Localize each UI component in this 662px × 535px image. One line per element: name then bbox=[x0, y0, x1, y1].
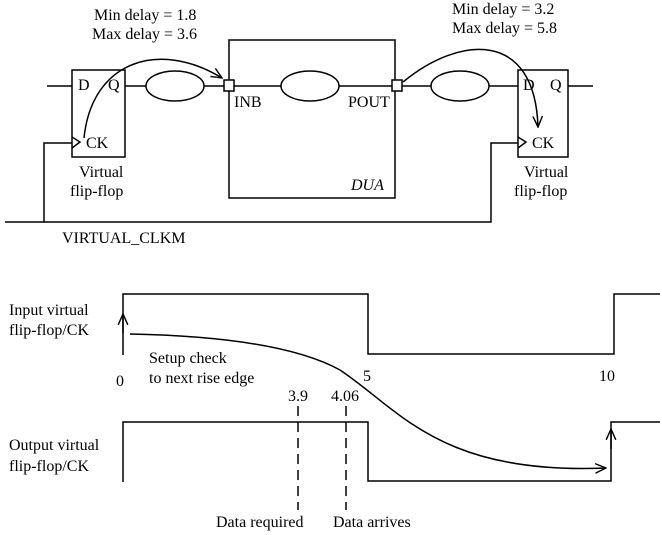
right-delay-arrow bbox=[402, 48, 538, 127]
left-ff-ck: CK bbox=[86, 135, 109, 152]
setup-note-1: Setup check bbox=[149, 350, 227, 367]
left-ff-q: Q bbox=[108, 77, 120, 94]
required-label: Data required bbox=[216, 514, 304, 531]
left-delay-arrow bbox=[83, 58, 222, 139]
right-ff-caption-2: flip-flop bbox=[514, 183, 567, 200]
time-0: 0 bbox=[116, 373, 124, 390]
waveforms bbox=[122, 293, 660, 510]
arrival-label: Data arrives bbox=[333, 514, 411, 531]
input-label-1: Input virtual bbox=[9, 302, 89, 319]
time-5: 5 bbox=[363, 368, 371, 385]
schematic-labels: Min delay = 1.8 Max delay = 3.6 Min dela… bbox=[62, 1, 569, 247]
time-10: 10 bbox=[599, 368, 615, 385]
input-label-2: flip-flop/CK bbox=[9, 322, 89, 339]
right-flip-flop bbox=[517, 69, 569, 158]
setup-check-arrow bbox=[129, 333, 606, 469]
left-delay-ellipse bbox=[145, 70, 205, 102]
left-ff-caption-1: Virtual bbox=[79, 164, 124, 181]
left-flip-flop bbox=[71, 69, 126, 158]
dua-delay-ellipse bbox=[280, 70, 340, 102]
right-min-delay: Min delay = 3.2 bbox=[452, 1, 554, 18]
required-value: 3.9 bbox=[288, 388, 308, 405]
inb-port bbox=[223, 79, 235, 92]
schematic bbox=[5, 39, 593, 223]
left-ck-triangle bbox=[71, 136, 82, 149]
dua-box bbox=[228, 39, 396, 199]
right-ff-d: D bbox=[523, 77, 535, 94]
output-label-2: flip-flop/CK bbox=[9, 458, 89, 475]
left-min-delay: Min delay = 1.8 bbox=[94, 7, 196, 24]
inb-label: INB bbox=[234, 94, 262, 111]
output-clock-waveform bbox=[122, 421, 660, 482]
setup-note-2: to next rise edge bbox=[149, 370, 254, 387]
output-label-1: Output virtual bbox=[9, 437, 100, 454]
pout-label: POUT bbox=[348, 94, 390, 111]
right-ff-caption-1: Virtual bbox=[524, 164, 569, 181]
clock-name: VIRTUAL_CLKM bbox=[62, 230, 185, 247]
left-max-delay: Max delay = 3.6 bbox=[92, 26, 197, 43]
right-max-delay: Max delay = 5.8 bbox=[452, 20, 557, 37]
dua-label: DUA bbox=[350, 177, 384, 194]
clock-wire bbox=[43, 142, 518, 223]
input-clock-waveform bbox=[122, 293, 660, 355]
timing-labels: Input virtual flip-flop/CK Output virtua… bbox=[9, 302, 615, 531]
arrival-value: 4.06 bbox=[331, 388, 359, 405]
left-ff-caption-2: flip-flop bbox=[70, 183, 123, 200]
right-ff-q: Q bbox=[550, 77, 562, 94]
right-ff-ck: CK bbox=[532, 135, 555, 152]
pout-port bbox=[391, 79, 403, 92]
left-ff-d: D bbox=[78, 77, 90, 94]
right-delay-ellipse bbox=[430, 70, 490, 102]
right-ck-triangle bbox=[517, 136, 528, 149]
